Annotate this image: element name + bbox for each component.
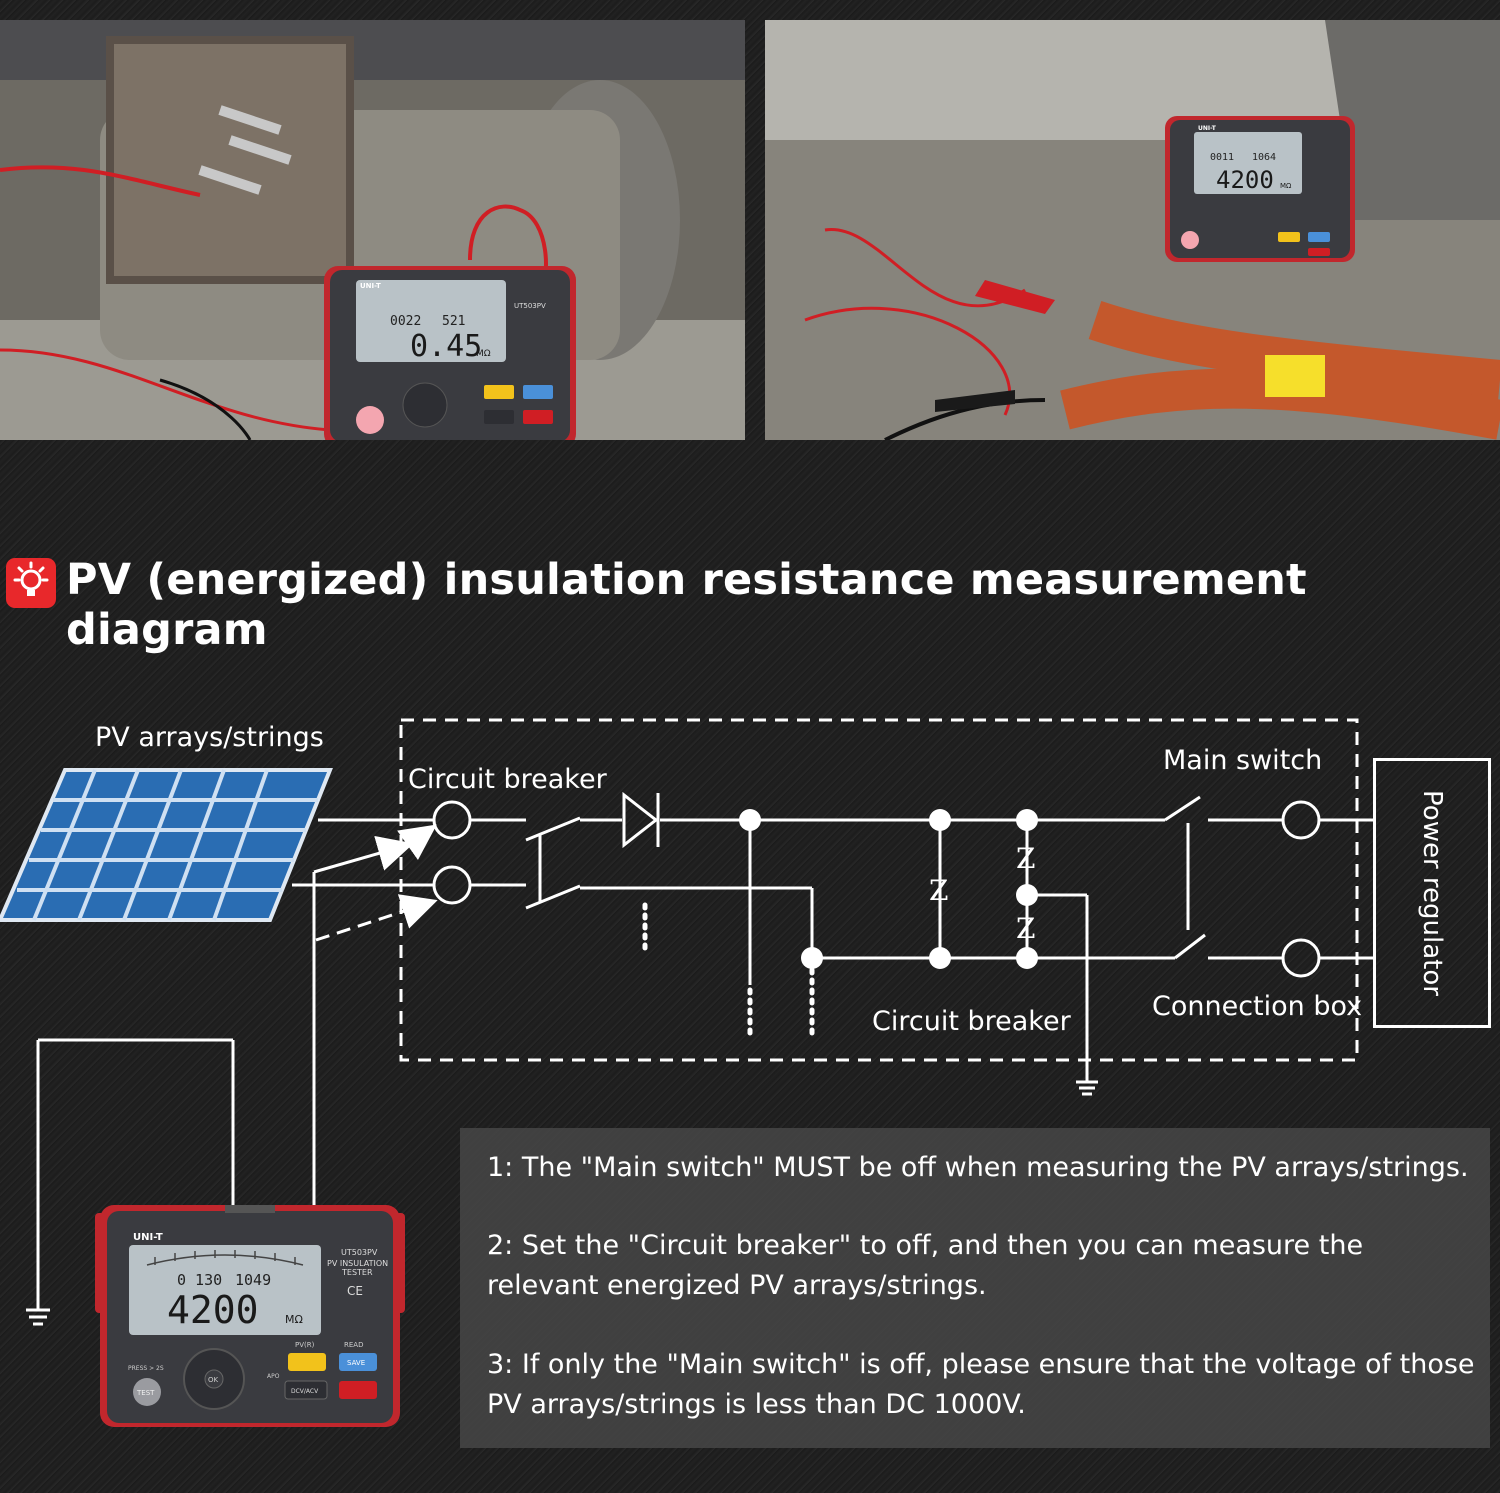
power-regulator-box: Power regulator xyxy=(1373,758,1491,1028)
svg-text:0.45: 0.45 xyxy=(410,329,482,364)
lightbulb-icon xyxy=(6,558,56,608)
motor-test-photo: UNI-T 0022 521 0.45 MΩ UT503PV xyxy=(0,20,745,440)
svg-text:UNI-T: UNI-T xyxy=(1198,125,1217,132)
insulation-tester-device: UNI-T 0 130 1049 4200 MΩ UT503PV PV INSU… xyxy=(95,1205,415,1434)
connection-box-outline xyxy=(399,718,1359,1062)
svg-text:DCV/ACV: DCV/ACV xyxy=(291,1388,319,1395)
svg-text:TEST: TEST xyxy=(136,1389,155,1397)
power-regulator-label: Power regulator xyxy=(1417,790,1447,996)
meter-photo-cable: UNI-T 0011 1064 4200 MΩ xyxy=(1165,116,1355,262)
svg-text:UNI-T: UNI-T xyxy=(360,282,381,290)
device-brand: UNI-T xyxy=(133,1232,163,1243)
svg-text:0011: 0011 xyxy=(1210,152,1234,163)
svg-text:APO: APO xyxy=(267,1373,280,1380)
svg-text:SAVE: SAVE xyxy=(347,1359,365,1367)
test-button xyxy=(133,1378,161,1406)
circuit-breaker-label-left: Circuit breaker xyxy=(408,764,607,795)
svg-text:1064: 1064 xyxy=(1252,152,1276,163)
device-model: UT503PV xyxy=(341,1248,378,1257)
svg-text:MΩ: MΩ xyxy=(1280,182,1292,190)
impedance-z-3: Z xyxy=(1016,912,1035,945)
lcd-main-reading: 4200 xyxy=(167,1288,259,1332)
circuit-breaker-label-bottom: Circuit breaker xyxy=(872,1006,1071,1037)
power-button xyxy=(339,1381,377,1399)
lcd-unit: MΩ xyxy=(285,1313,303,1326)
note-3: 3: If only the "Main switch" is off, ple… xyxy=(487,1349,1475,1420)
svg-text:4200: 4200 xyxy=(1216,166,1274,194)
pv-arrays-label: PV arrays/strings xyxy=(95,722,324,753)
meter-photo-motor: UNI-T 0022 521 0.45 MΩ UT503PV xyxy=(324,266,576,440)
svg-text:0022: 0022 xyxy=(390,314,421,329)
svg-text:CE: CE xyxy=(347,1284,363,1298)
note-1: 1: The "Main switch" MUST be off when me… xyxy=(487,1152,1469,1183)
pv-button xyxy=(288,1353,326,1371)
svg-text:UT503PV: UT503PV xyxy=(514,302,546,310)
svg-text:521: 521 xyxy=(442,314,465,329)
impedance-z-2: Z xyxy=(1016,842,1035,875)
svg-text:PV(R): PV(R) xyxy=(295,1341,315,1349)
page-title: PV (energized) insulation resistance mea… xyxy=(66,555,1307,655)
svg-text:OK: OK xyxy=(208,1376,219,1384)
connection-box-label: Connection box xyxy=(1152,991,1363,1022)
cable-test-photo: UNI-T 0011 1064 4200 MΩ xyxy=(765,20,1500,440)
svg-text:TESTER: TESTER xyxy=(341,1268,373,1277)
svg-text:PV INSULATION: PV INSULATION xyxy=(327,1259,388,1268)
impedance-z-1: Z xyxy=(929,874,948,907)
note-2: 2: Set the "Circuit breaker" to off, and… xyxy=(487,1230,1364,1301)
svg-text:PRESS > 2S: PRESS > 2S xyxy=(128,1365,164,1372)
main-switch-label: Main switch xyxy=(1163,745,1323,776)
lcd-small-1: 0 130 xyxy=(177,1271,222,1289)
instruction-notes: 1: The "Main switch" MUST be off when me… xyxy=(460,1128,1490,1448)
dcv-acv-button xyxy=(284,1380,328,1400)
svg-text:READ: READ xyxy=(344,1341,363,1349)
lcd-small-2: 1049 xyxy=(235,1271,271,1289)
solar-panel xyxy=(0,768,333,922)
svg-text:MΩ: MΩ xyxy=(476,349,491,359)
save-button xyxy=(339,1353,377,1371)
